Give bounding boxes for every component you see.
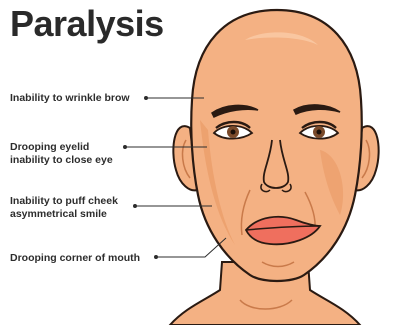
face-illustration	[0, 0, 395, 325]
